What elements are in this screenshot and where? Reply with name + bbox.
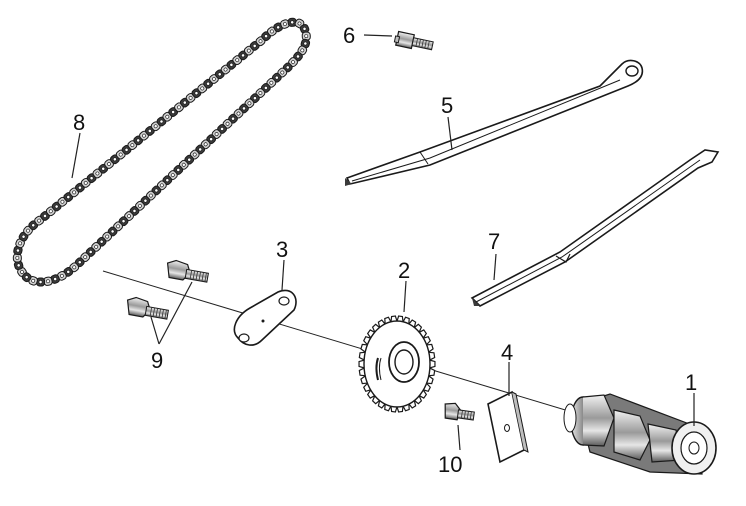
- callout-10: 10: [438, 452, 462, 477]
- camshaft: [563, 393, 717, 475]
- bolt-top: [393, 30, 434, 51]
- cam-sprocket: [358, 315, 436, 413]
- callout-5: 5: [441, 93, 453, 118]
- callout-4: 4: [501, 340, 513, 365]
- cam-chain: [12, 17, 311, 287]
- callout-6: 6: [343, 23, 355, 48]
- tensioner-guide: [345, 59, 644, 186]
- callout-7: 7: [488, 229, 500, 254]
- sprocket-plate: [233, 289, 297, 346]
- leader-lines: [71, 34, 695, 451]
- bolt-small: [444, 402, 475, 421]
- callout-3: 3: [276, 237, 288, 262]
- callout-1: 1: [685, 370, 697, 395]
- callout-8: 8: [73, 110, 85, 135]
- callout-9: 9: [151, 348, 163, 373]
- chain-guide: [470, 149, 720, 307]
- callout-2: 2: [398, 258, 410, 283]
- assembly-axis-line: [102, 270, 593, 419]
- chain-links: [12, 17, 311, 287]
- bolts-pair: [126, 259, 209, 320]
- tensioner-plate: [487, 390, 529, 464]
